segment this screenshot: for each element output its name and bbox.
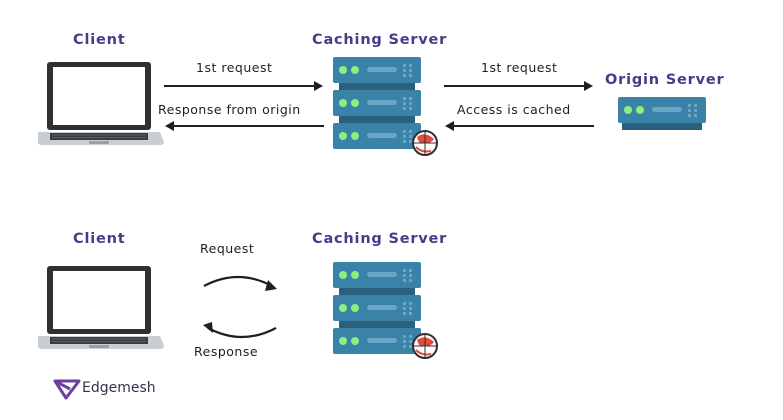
top-client-request-arrow [164, 81, 323, 91]
top-response-from-origin-label: Response from origin [158, 102, 301, 117]
cycle-arrows-icon [203, 276, 277, 338]
edgemesh-brand-name: Edgemesh [82, 380, 156, 396]
origin-server-title: Origin Server [605, 72, 725, 88]
top-origin-request-arrow [444, 81, 593, 91]
top-laptop-icon [37, 61, 165, 146]
bottom-caching-server-title: Caching Server [312, 231, 448, 247]
origin-server-icon [618, 97, 706, 130]
bottom-globe-badge-icon [412, 333, 438, 359]
bottom-client-title: Client [73, 231, 126, 247]
request-label: Request [200, 241, 255, 256]
edgemesh-logo-icon [53, 379, 81, 400]
bottom-server-stack-icon [333, 262, 438, 359]
top-origin-request-label: 1st request [481, 60, 558, 75]
top-server-stack-icon [333, 57, 438, 156]
bottom-laptop-icon [37, 265, 165, 350]
access-is-cached-label: Access is cached [457, 102, 571, 117]
top-caching-server-title: Caching Server [312, 32, 448, 48]
access-is-cached-arrow [445, 121, 594, 131]
top-response-arrow [165, 121, 324, 131]
top-client-title: Client [73, 32, 126, 48]
top-globe-badge-icon [412, 130, 438, 156]
top-client-request-label: 1st request [196, 60, 273, 75]
response-label: Response [194, 344, 259, 359]
